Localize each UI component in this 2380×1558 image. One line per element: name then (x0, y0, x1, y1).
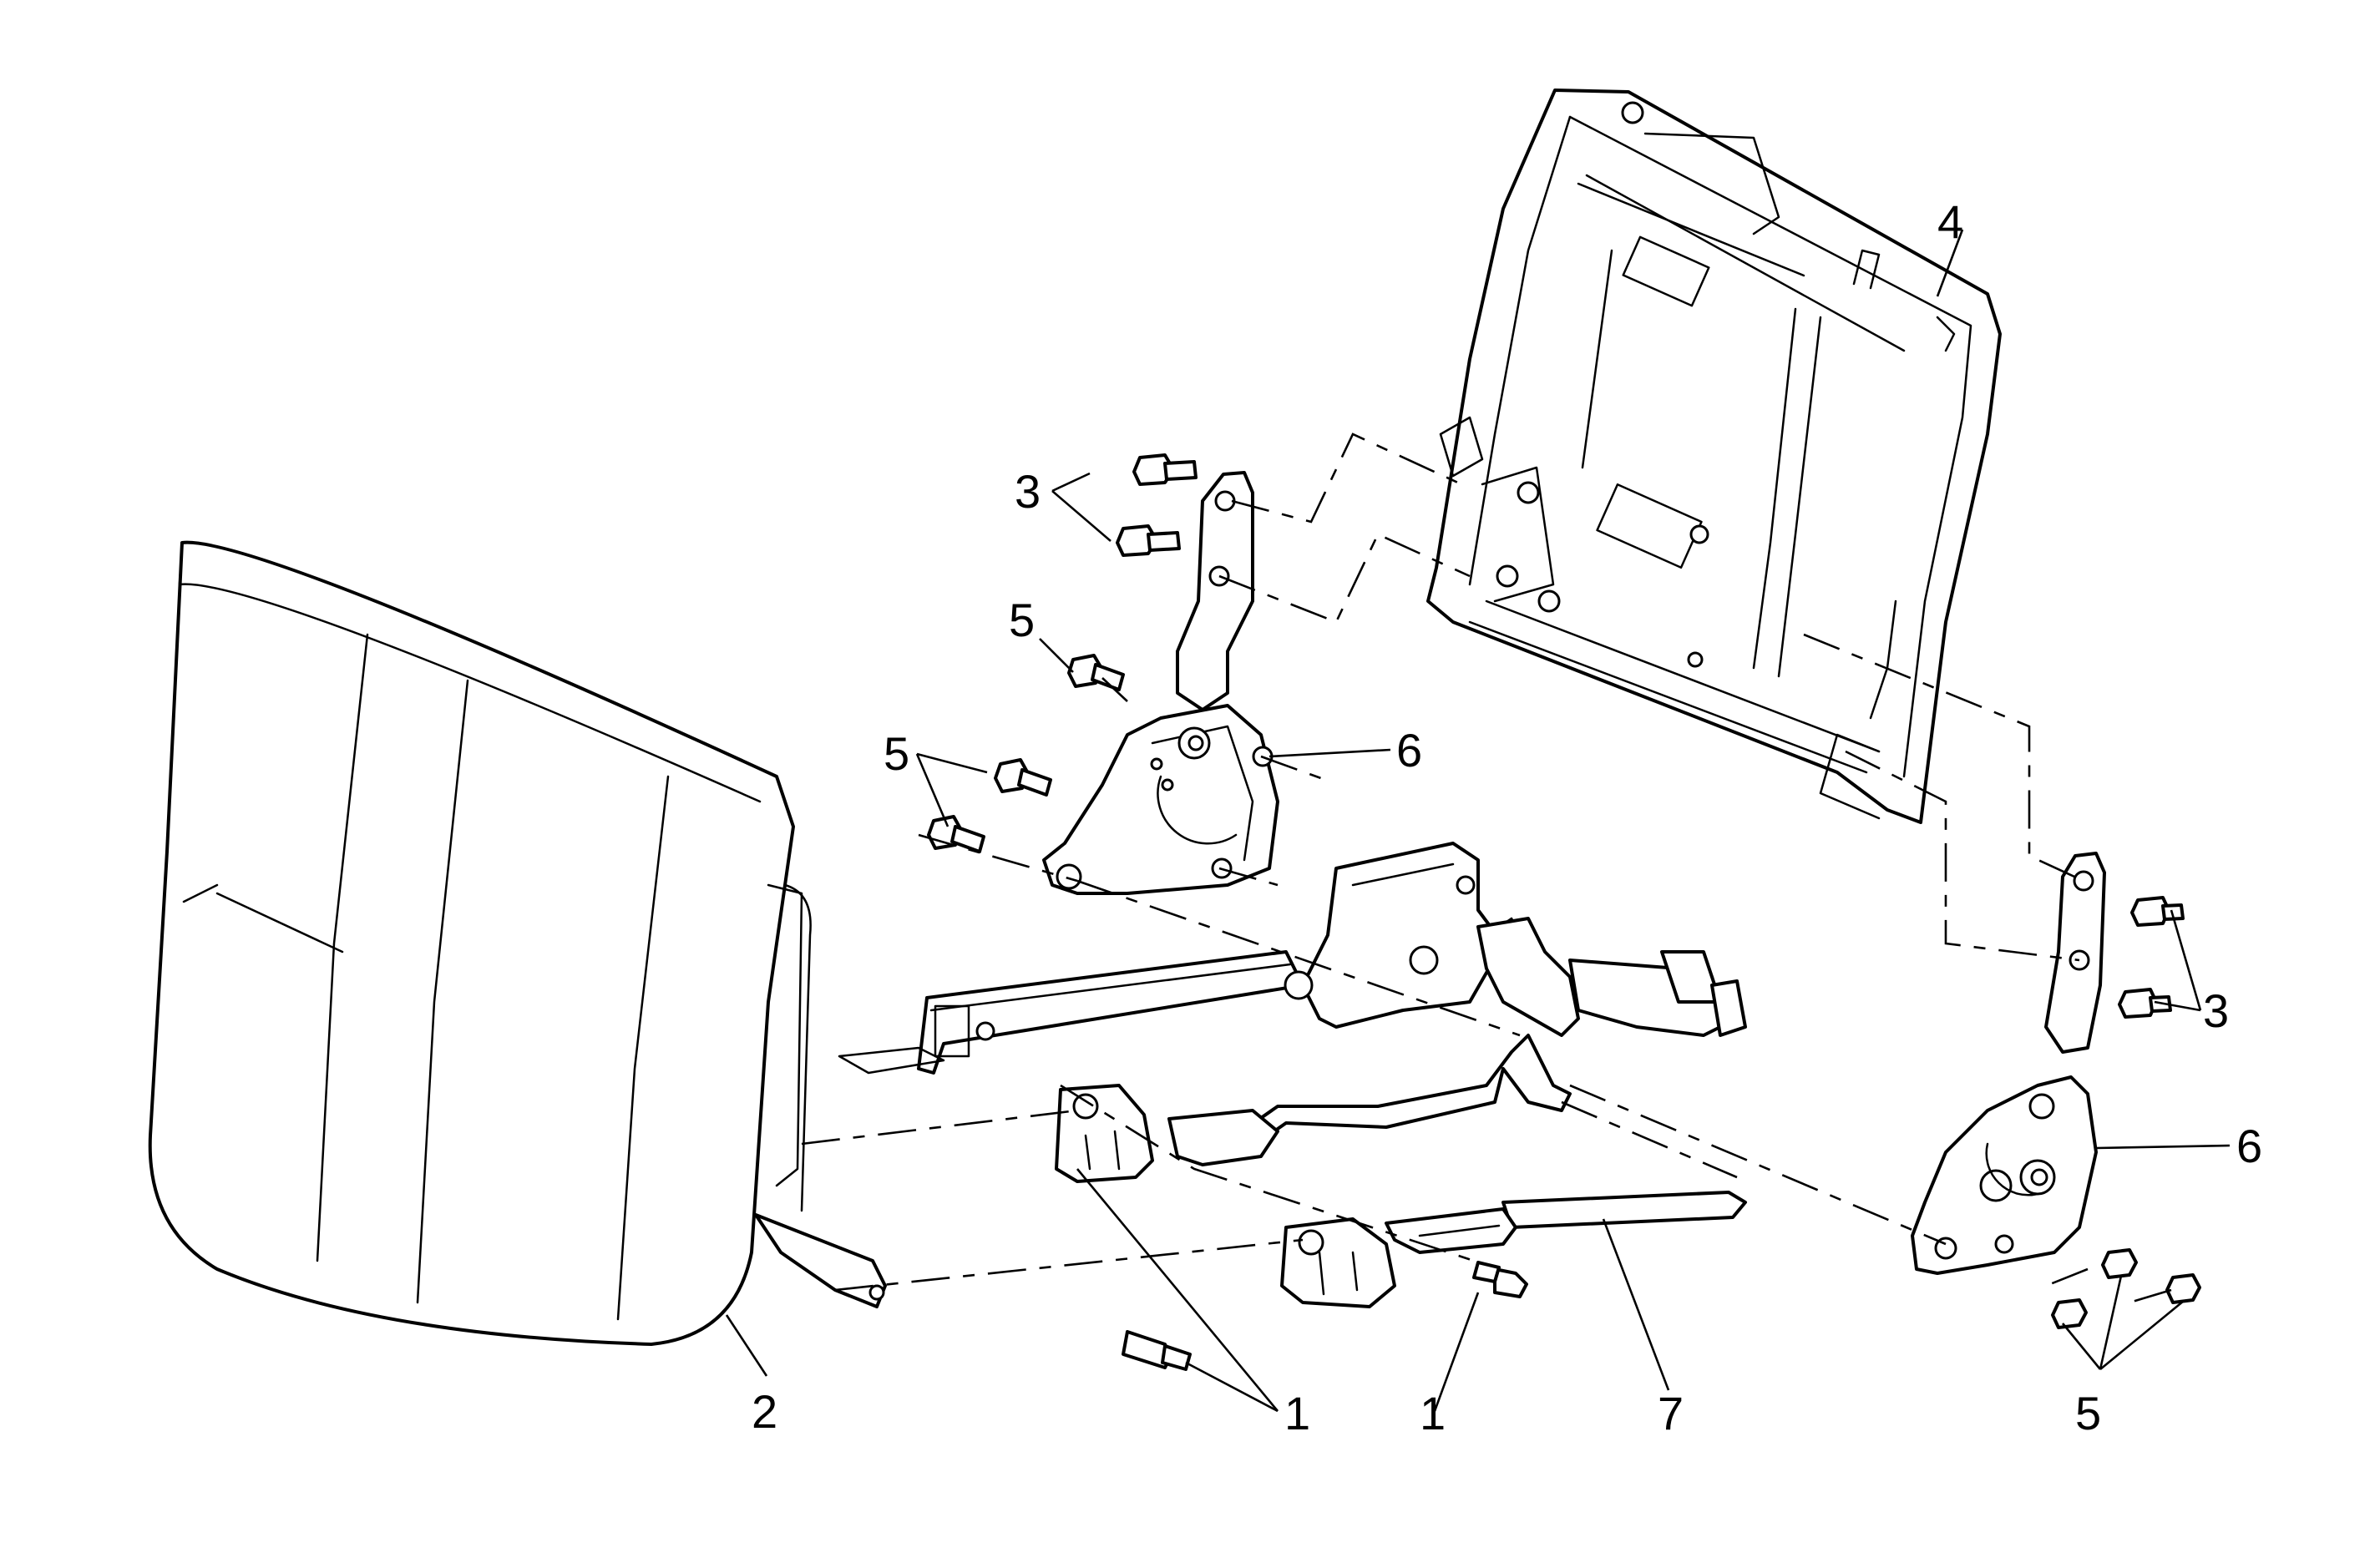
right-recliner-plate (1911, 1075, 2098, 1275)
left-front-hinge-bracket (1055, 1084, 1279, 1183)
callout-3-left: 3 (1015, 465, 1041, 518)
cushion-bolts-1 (1122, 1261, 1528, 1371)
recliner-bolts-5-left (927, 654, 1125, 853)
callout-3-right: 3 (2203, 984, 2229, 1037)
seat-cushion (148, 540, 812, 1346)
right-recliner-arm (2044, 852, 2106, 1054)
recliner-bolts-5-right (2051, 1248, 2201, 1329)
latch-striker-assembly (1476, 917, 1747, 1037)
seat-frame-rail (838, 950, 1304, 1075)
left-recliner-arm (1176, 471, 1254, 711)
callout-2: 2 (752, 1385, 777, 1438)
cushion-mount-bracket (754, 1213, 887, 1308)
alignment-lines (801, 432, 2172, 1304)
callout-labels: 3 4 5 5 6 3 6 2 1 1 7 5 (752, 195, 2262, 1439)
callout-1-left: 1 (1284, 1387, 1310, 1439)
recliner-bolts-3-left (1116, 453, 1198, 557)
callout-6-upper: 6 (1396, 724, 1422, 776)
callout-5-upper: 5 (1009, 594, 1035, 646)
callout-6-right: 6 (2236, 1120, 2262, 1172)
callout-5-left: 5 (884, 727, 909, 780)
seat-back-frame (1426, 89, 2002, 824)
callout-4: 4 (1937, 195, 1963, 248)
recliner-bolts-3-right (2118, 896, 2185, 1019)
callout-7: 7 (1658, 1387, 1684, 1439)
callout-5-right: 5 (2075, 1387, 2101, 1439)
cross-rod (1234, 1034, 1747, 1229)
center-support-bracket (1284, 842, 1538, 1029)
leader-lines (725, 229, 2231, 1413)
left-rear-hinge-bracket (1280, 1207, 1517, 1308)
left-recliner-plate (1042, 704, 1279, 895)
callout-1-center: 1 (1420, 1387, 1446, 1439)
